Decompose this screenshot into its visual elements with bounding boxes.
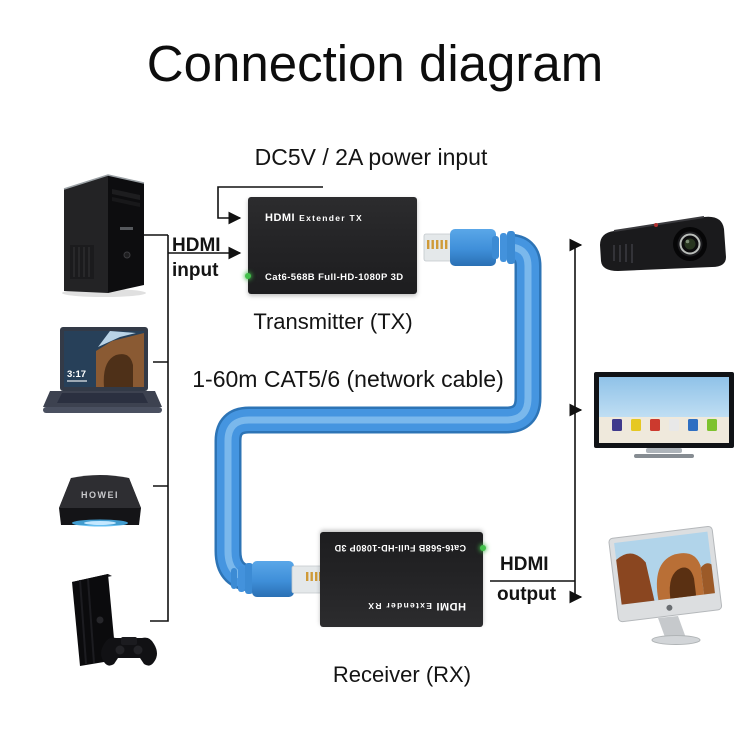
receiver-model: Extender RX xyxy=(367,601,432,611)
source-bus-line xyxy=(144,234,169,622)
rj45-connector-tx xyxy=(423,229,515,266)
page-title: Connection diagram xyxy=(146,35,604,92)
hdmi-output-label-2: output xyxy=(497,584,557,605)
desktop-pc-icon xyxy=(62,174,146,297)
cable-length-label: 1-60m CAT5/6 (network cable) xyxy=(192,366,504,392)
transmitter-spec: Cat6-568B Full-HD-1080P 3D xyxy=(265,272,404,283)
transmitter-caption: Transmitter (TX) xyxy=(253,309,413,334)
hdmi-logo: HDMI xyxy=(265,212,296,224)
game-controller xyxy=(101,637,157,666)
power-led-tx xyxy=(245,273,251,279)
tv-box-brand: HOWEI xyxy=(81,490,119,500)
power-input-label: DC5V / 2A power input xyxy=(254,144,488,170)
projector-icon xyxy=(600,216,726,271)
receiver-spec: Cat6-568B Full-HD-1080P 3D xyxy=(334,543,466,553)
laptop-clock: 3:17 xyxy=(67,369,86,380)
beach-chairs xyxy=(612,419,717,431)
power-input-arrow xyxy=(217,186,323,225)
receiver-brand-row: HDMIExtender RX xyxy=(367,598,466,616)
transmitter-model: Extender TX xyxy=(299,213,364,223)
receiver-unit: HDMIExtender RX Cat6-568B Full-HD-1080P … xyxy=(320,532,486,627)
power-led-rx xyxy=(480,545,486,551)
tv-box-icon: HOWEI xyxy=(59,475,141,527)
imac-icon xyxy=(608,525,723,645)
hdmi-output-label: HDMI xyxy=(500,554,549,575)
tv-icon xyxy=(594,372,734,458)
game-console-icon xyxy=(72,574,157,666)
hdmi-input-label-2: input xyxy=(172,260,219,281)
rj45-connector-rx xyxy=(231,561,323,597)
laptop-icon: 3:17 xyxy=(43,327,162,413)
receiver-caption: Receiver (RX) xyxy=(332,662,472,687)
hdmi-input-label: HDMI xyxy=(172,235,221,256)
hdmi-logo: HDMI xyxy=(435,600,466,612)
